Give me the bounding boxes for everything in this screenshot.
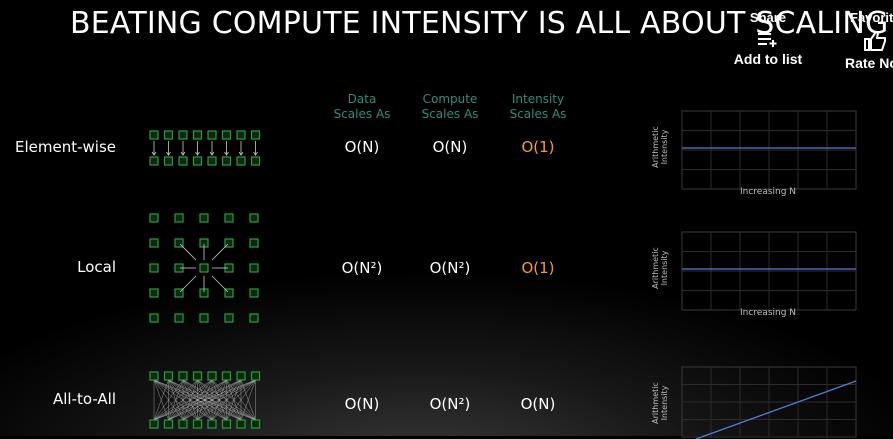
row-label-element-wise: Element-wise bbox=[15, 138, 116, 156]
intensity-chart-all-to-all: Arithmetic Intensity bbox=[630, 364, 860, 439]
grid-node bbox=[236, 156, 246, 166]
grid-node bbox=[199, 213, 209, 223]
column-header-data: Data Scales As bbox=[333, 92, 391, 121]
chart-plot-area bbox=[681, 231, 857, 311]
grid-node bbox=[192, 156, 203, 166]
intensity-line bbox=[695, 380, 857, 439]
favorite-label: Favorit bbox=[850, 10, 893, 25]
all-to-all-data: O(N) bbox=[344, 395, 380, 413]
thumbs-up-icon bbox=[864, 31, 886, 51]
row-label-all-to-all: All-to-All bbox=[52, 390, 116, 408]
grid-node bbox=[192, 419, 203, 429]
grid-node bbox=[178, 419, 188, 429]
grid-node bbox=[192, 130, 203, 140]
column-header-intensity: Intensity Scales As bbox=[509, 92, 567, 121]
chart-xlabel: Increasing N bbox=[739, 187, 797, 197]
grid-node bbox=[249, 213, 259, 223]
add-to-list-label: Add to list bbox=[733, 51, 803, 67]
chart-plot-area bbox=[681, 110, 857, 190]
grid-node bbox=[178, 130, 188, 140]
intensity-chart-element-wise: Arithmetic Intensity Increasing N bbox=[630, 108, 860, 200]
intensity-chart-local: Arithmetic Intensity Increasing N bbox=[630, 229, 860, 321]
grid-node bbox=[149, 156, 159, 166]
local-compute: O(N²) bbox=[429, 259, 471, 277]
all-to-all-diagram bbox=[149, 371, 261, 429]
grid-node bbox=[192, 371, 203, 381]
grid-node bbox=[250, 130, 261, 140]
grid-node bbox=[236, 371, 246, 381]
grid-node bbox=[221, 419, 232, 429]
grid-node bbox=[221, 130, 232, 140]
grid-node bbox=[249, 238, 259, 248]
grid-node bbox=[250, 419, 261, 429]
grid-node bbox=[207, 371, 217, 381]
local-data: O(N²) bbox=[341, 259, 383, 277]
local-intensity: O(1) bbox=[521, 259, 555, 277]
slide-title: BEATING COMPUTE INTENSITY IS ALL ABOUT S… bbox=[70, 6, 889, 41]
share-add-to-list-button[interactable]: Share Add to list bbox=[728, 10, 808, 67]
grid-node bbox=[174, 313, 184, 323]
element-wise-diagram bbox=[149, 130, 261, 166]
grid-node bbox=[178, 156, 188, 166]
grid-node bbox=[149, 288, 159, 298]
column-header-compute: Compute Scales As bbox=[421, 92, 479, 121]
grid-node bbox=[249, 263, 259, 273]
grid-node bbox=[149, 213, 159, 223]
all-to-all-compute: O(N²) bbox=[429, 395, 471, 413]
grid-node bbox=[224, 238, 234, 248]
chart-plot-area bbox=[681, 366, 857, 439]
row-label-local: Local bbox=[77, 258, 116, 276]
grid-node bbox=[221, 371, 232, 381]
grid-node bbox=[224, 313, 234, 323]
grid-node bbox=[149, 263, 159, 273]
grid-node bbox=[163, 419, 174, 429]
grid-node bbox=[249, 313, 259, 323]
rate-label: Rate No bbox=[845, 55, 893, 71]
grid-node bbox=[149, 419, 159, 429]
chart-ylabel: Arithmetic Intensity bbox=[651, 126, 669, 168]
grid-node bbox=[178, 371, 188, 381]
chart-ylabel: Arithmetic Intensity bbox=[651, 382, 669, 424]
grid-node bbox=[199, 313, 209, 323]
grid-node bbox=[149, 313, 159, 323]
grid-node bbox=[174, 213, 184, 223]
grid-node bbox=[149, 371, 159, 381]
grid-node bbox=[224, 213, 234, 223]
local-stencil-diagram bbox=[149, 213, 259, 323]
chart-ylabel: Arithmetic Intensity bbox=[651, 247, 669, 289]
chart-xlabel: Increasing N bbox=[739, 308, 797, 318]
all-to-all-intensity: O(N) bbox=[520, 395, 556, 413]
grid-node bbox=[163, 130, 174, 140]
grid-node bbox=[224, 288, 234, 298]
grid-node bbox=[174, 288, 184, 298]
element-wise-compute: O(N) bbox=[432, 138, 468, 156]
grid-node bbox=[236, 419, 246, 429]
grid-node bbox=[249, 288, 259, 298]
playlist-add-icon bbox=[758, 33, 777, 47]
grid-node bbox=[199, 263, 209, 273]
grid-node bbox=[250, 156, 261, 166]
grid-node bbox=[163, 371, 174, 381]
share-label: Share bbox=[749, 10, 787, 25]
grid-node bbox=[250, 371, 261, 381]
grid-node bbox=[207, 130, 217, 140]
grid-node bbox=[149, 130, 159, 140]
grid-node bbox=[163, 156, 174, 166]
grid-node bbox=[236, 130, 246, 140]
element-wise-intensity: O(1) bbox=[521, 138, 555, 156]
grid-node bbox=[207, 419, 217, 429]
grid-node bbox=[149, 238, 159, 248]
grid-node bbox=[207, 156, 217, 166]
element-wise-data: O(N) bbox=[344, 138, 380, 156]
grid-node bbox=[221, 156, 232, 166]
grid-node bbox=[174, 238, 184, 248]
favorite-rate-button[interactable]: Favorit Rate No bbox=[842, 10, 893, 71]
